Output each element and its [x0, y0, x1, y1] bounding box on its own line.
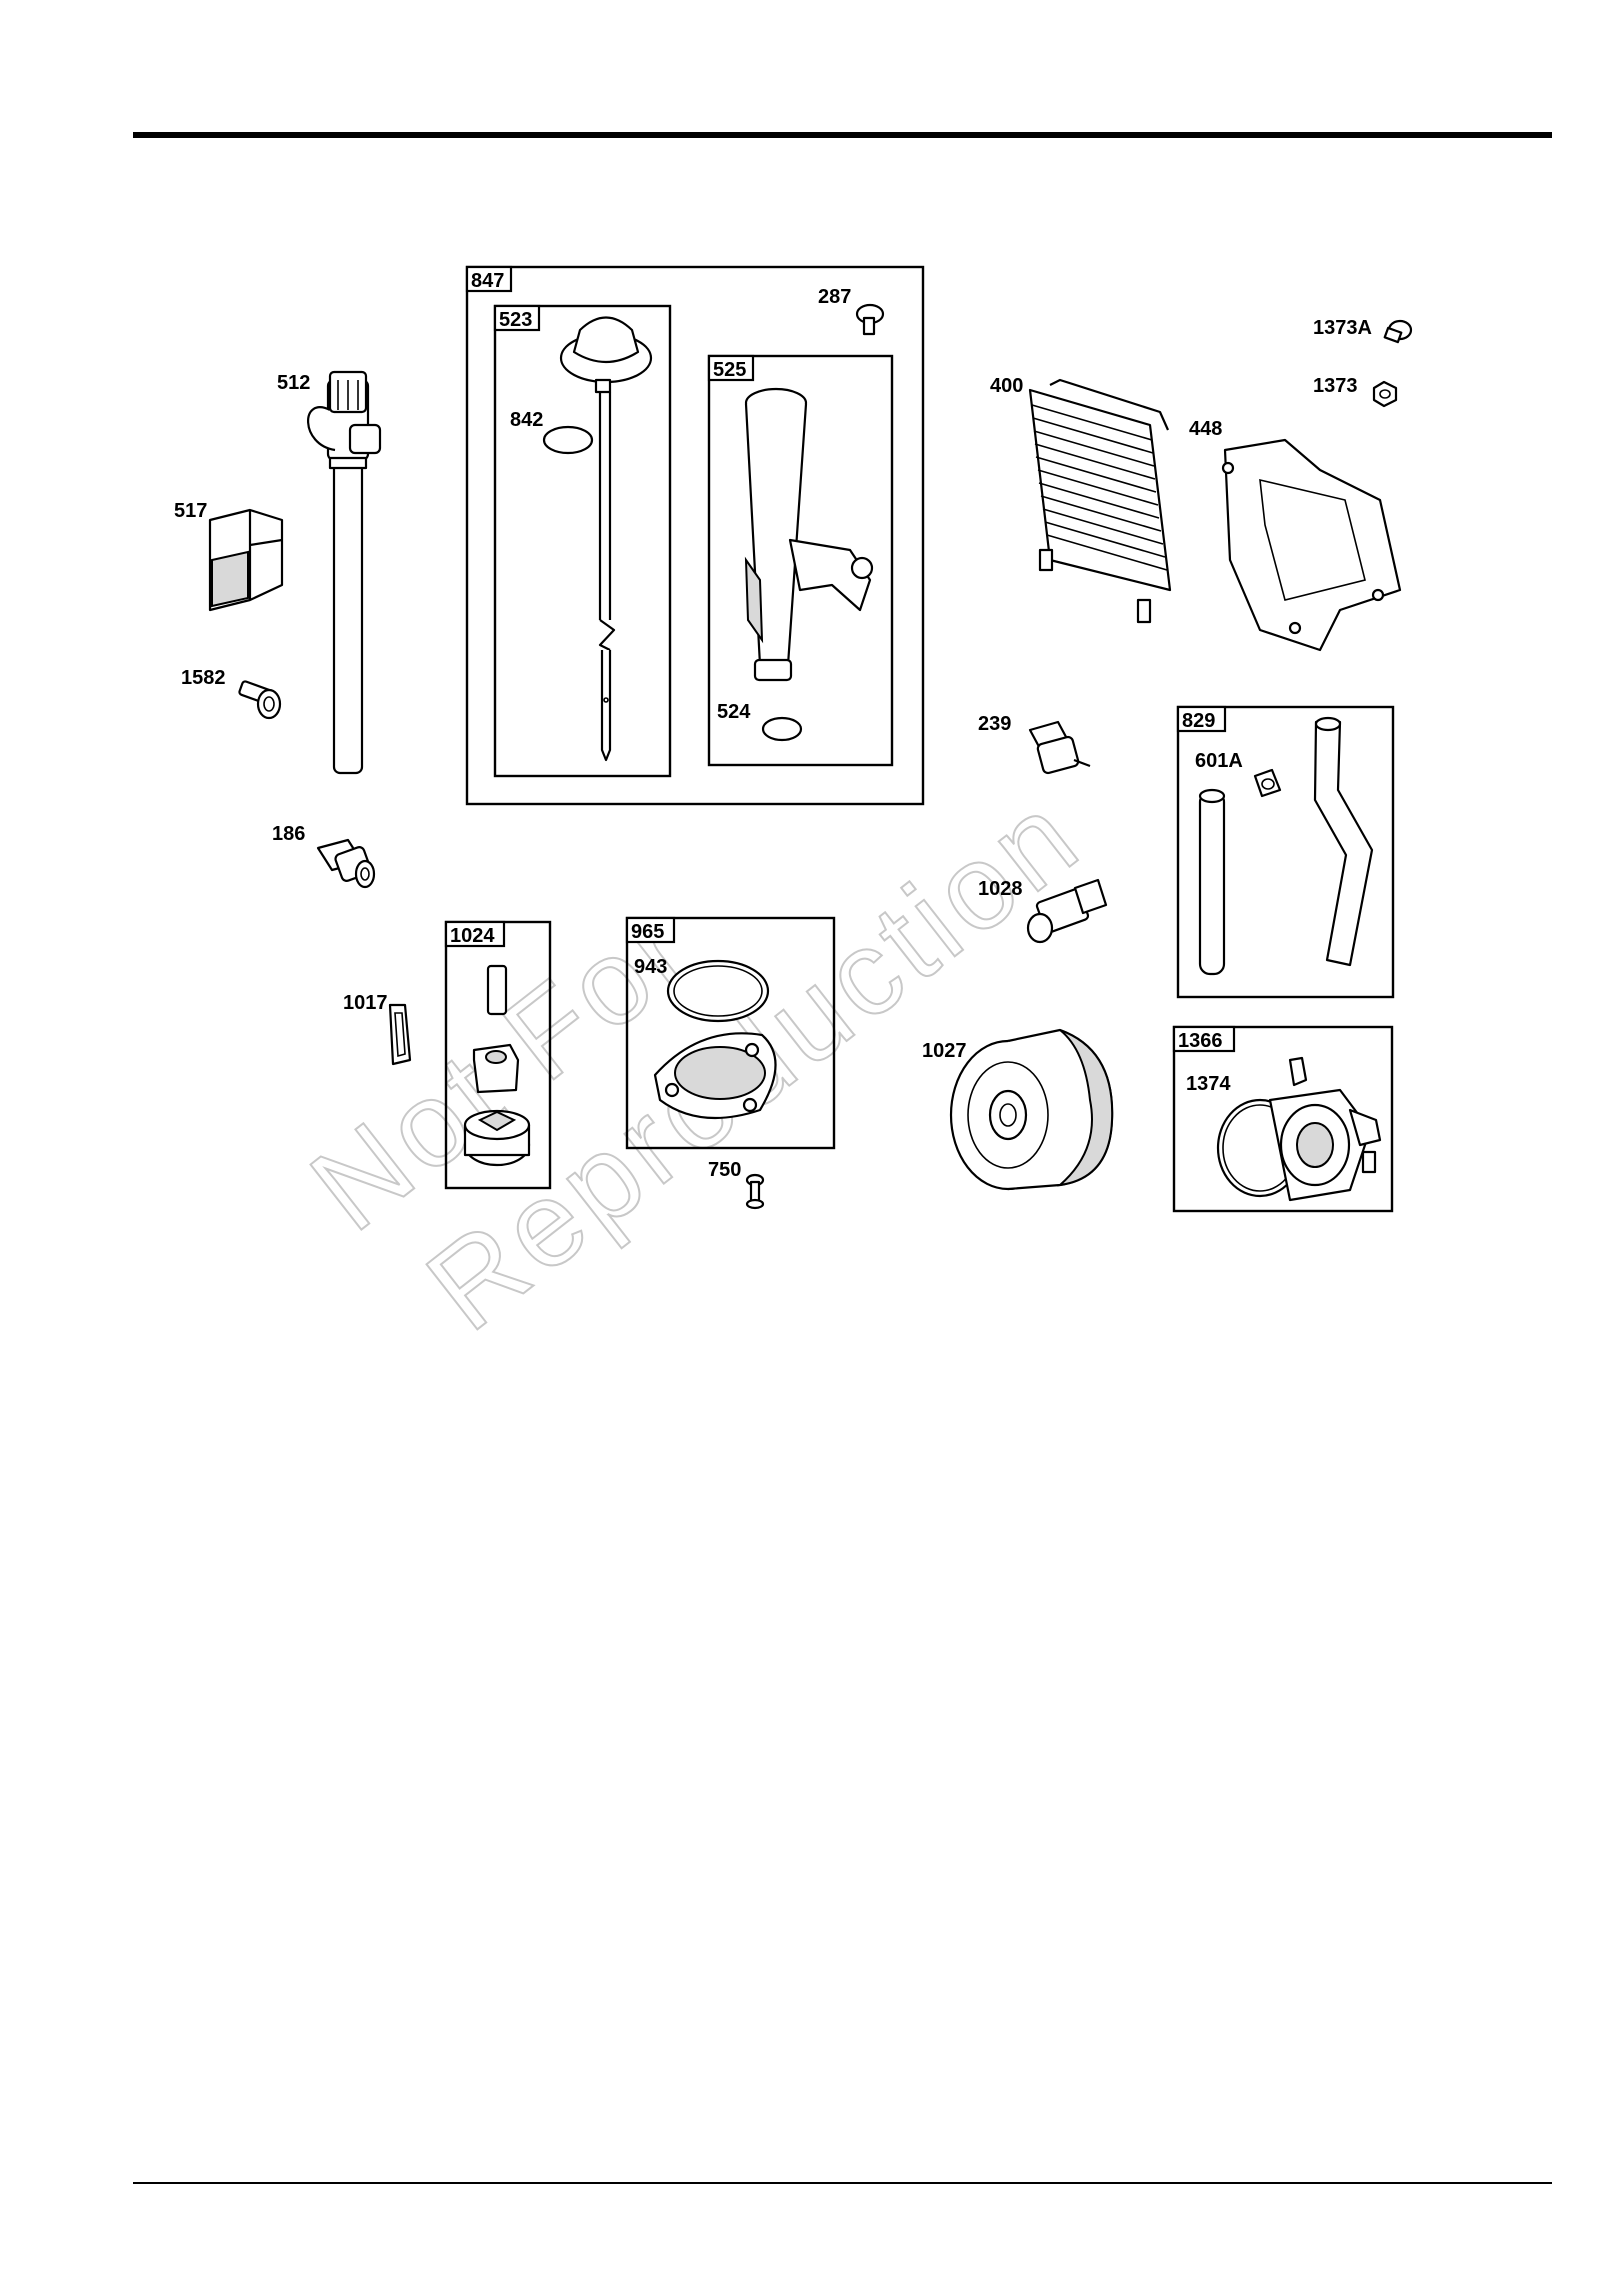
switch-239 [1030, 722, 1090, 774]
kit-1366-parts [1218, 1058, 1380, 1200]
label-1373: 1373 [1313, 375, 1358, 397]
kit-829-label: 829 [1182, 710, 1215, 732]
label-1582: 1582 [181, 667, 226, 689]
top-rule [133, 132, 1552, 138]
kit-965-label: 965 [631, 921, 664, 943]
fill-tube-525 [746, 389, 872, 680]
kit-847-box: 847 [467, 267, 923, 804]
label-1027: 1027 [922, 1040, 967, 1062]
label-601A: 601A [1195, 750, 1243, 772]
label-287: 287 [818, 286, 851, 308]
screw-1373A [1385, 321, 1411, 342]
label-1373A: 1373A [1313, 317, 1372, 339]
kit-525-label: 525 [713, 359, 746, 381]
bracket-517 [210, 510, 282, 610]
kit-523-label: 523 [499, 309, 532, 331]
label-842: 842 [510, 409, 543, 431]
oil-cooler-400 [1030, 380, 1170, 622]
dipstick-tube-512 [308, 372, 380, 773]
pin-750 [747, 1175, 763, 1208]
label-448: 448 [1189, 418, 1222, 440]
kit-1366-label: 1366 [1178, 1030, 1223, 1052]
gasket-943 [668, 961, 768, 1021]
label-750: 750 [708, 1159, 741, 1181]
o-ring-524 [763, 718, 801, 740]
label-400: 400 [990, 375, 1023, 397]
label-239: 239 [978, 713, 1011, 735]
dipstick-523 [561, 318, 651, 761]
fitting-186 [318, 840, 374, 887]
bottom-rule [133, 2182, 1552, 2184]
bracket-448 [1223, 440, 1400, 650]
oil-filter-1027 [951, 1030, 1112, 1189]
o-ring-842 [544, 427, 592, 453]
label-943: 943 [634, 956, 667, 978]
label-524: 524 [717, 701, 751, 723]
screw-287 [857, 305, 883, 334]
bolt-1582 [239, 681, 280, 718]
label-1028: 1028 [978, 878, 1023, 900]
nut-1373 [1374, 382, 1396, 406]
label-186: 186 [272, 823, 305, 845]
gasket-1017 [390, 1005, 410, 1064]
label-512: 512 [277, 372, 310, 394]
label-517: 517 [174, 500, 207, 522]
kit-1024-label: 1024 [450, 925, 495, 947]
label-1017: 1017 [343, 992, 388, 1014]
kit-847-label: 847 [471, 270, 504, 292]
label-1374: 1374 [1186, 1073, 1231, 1095]
